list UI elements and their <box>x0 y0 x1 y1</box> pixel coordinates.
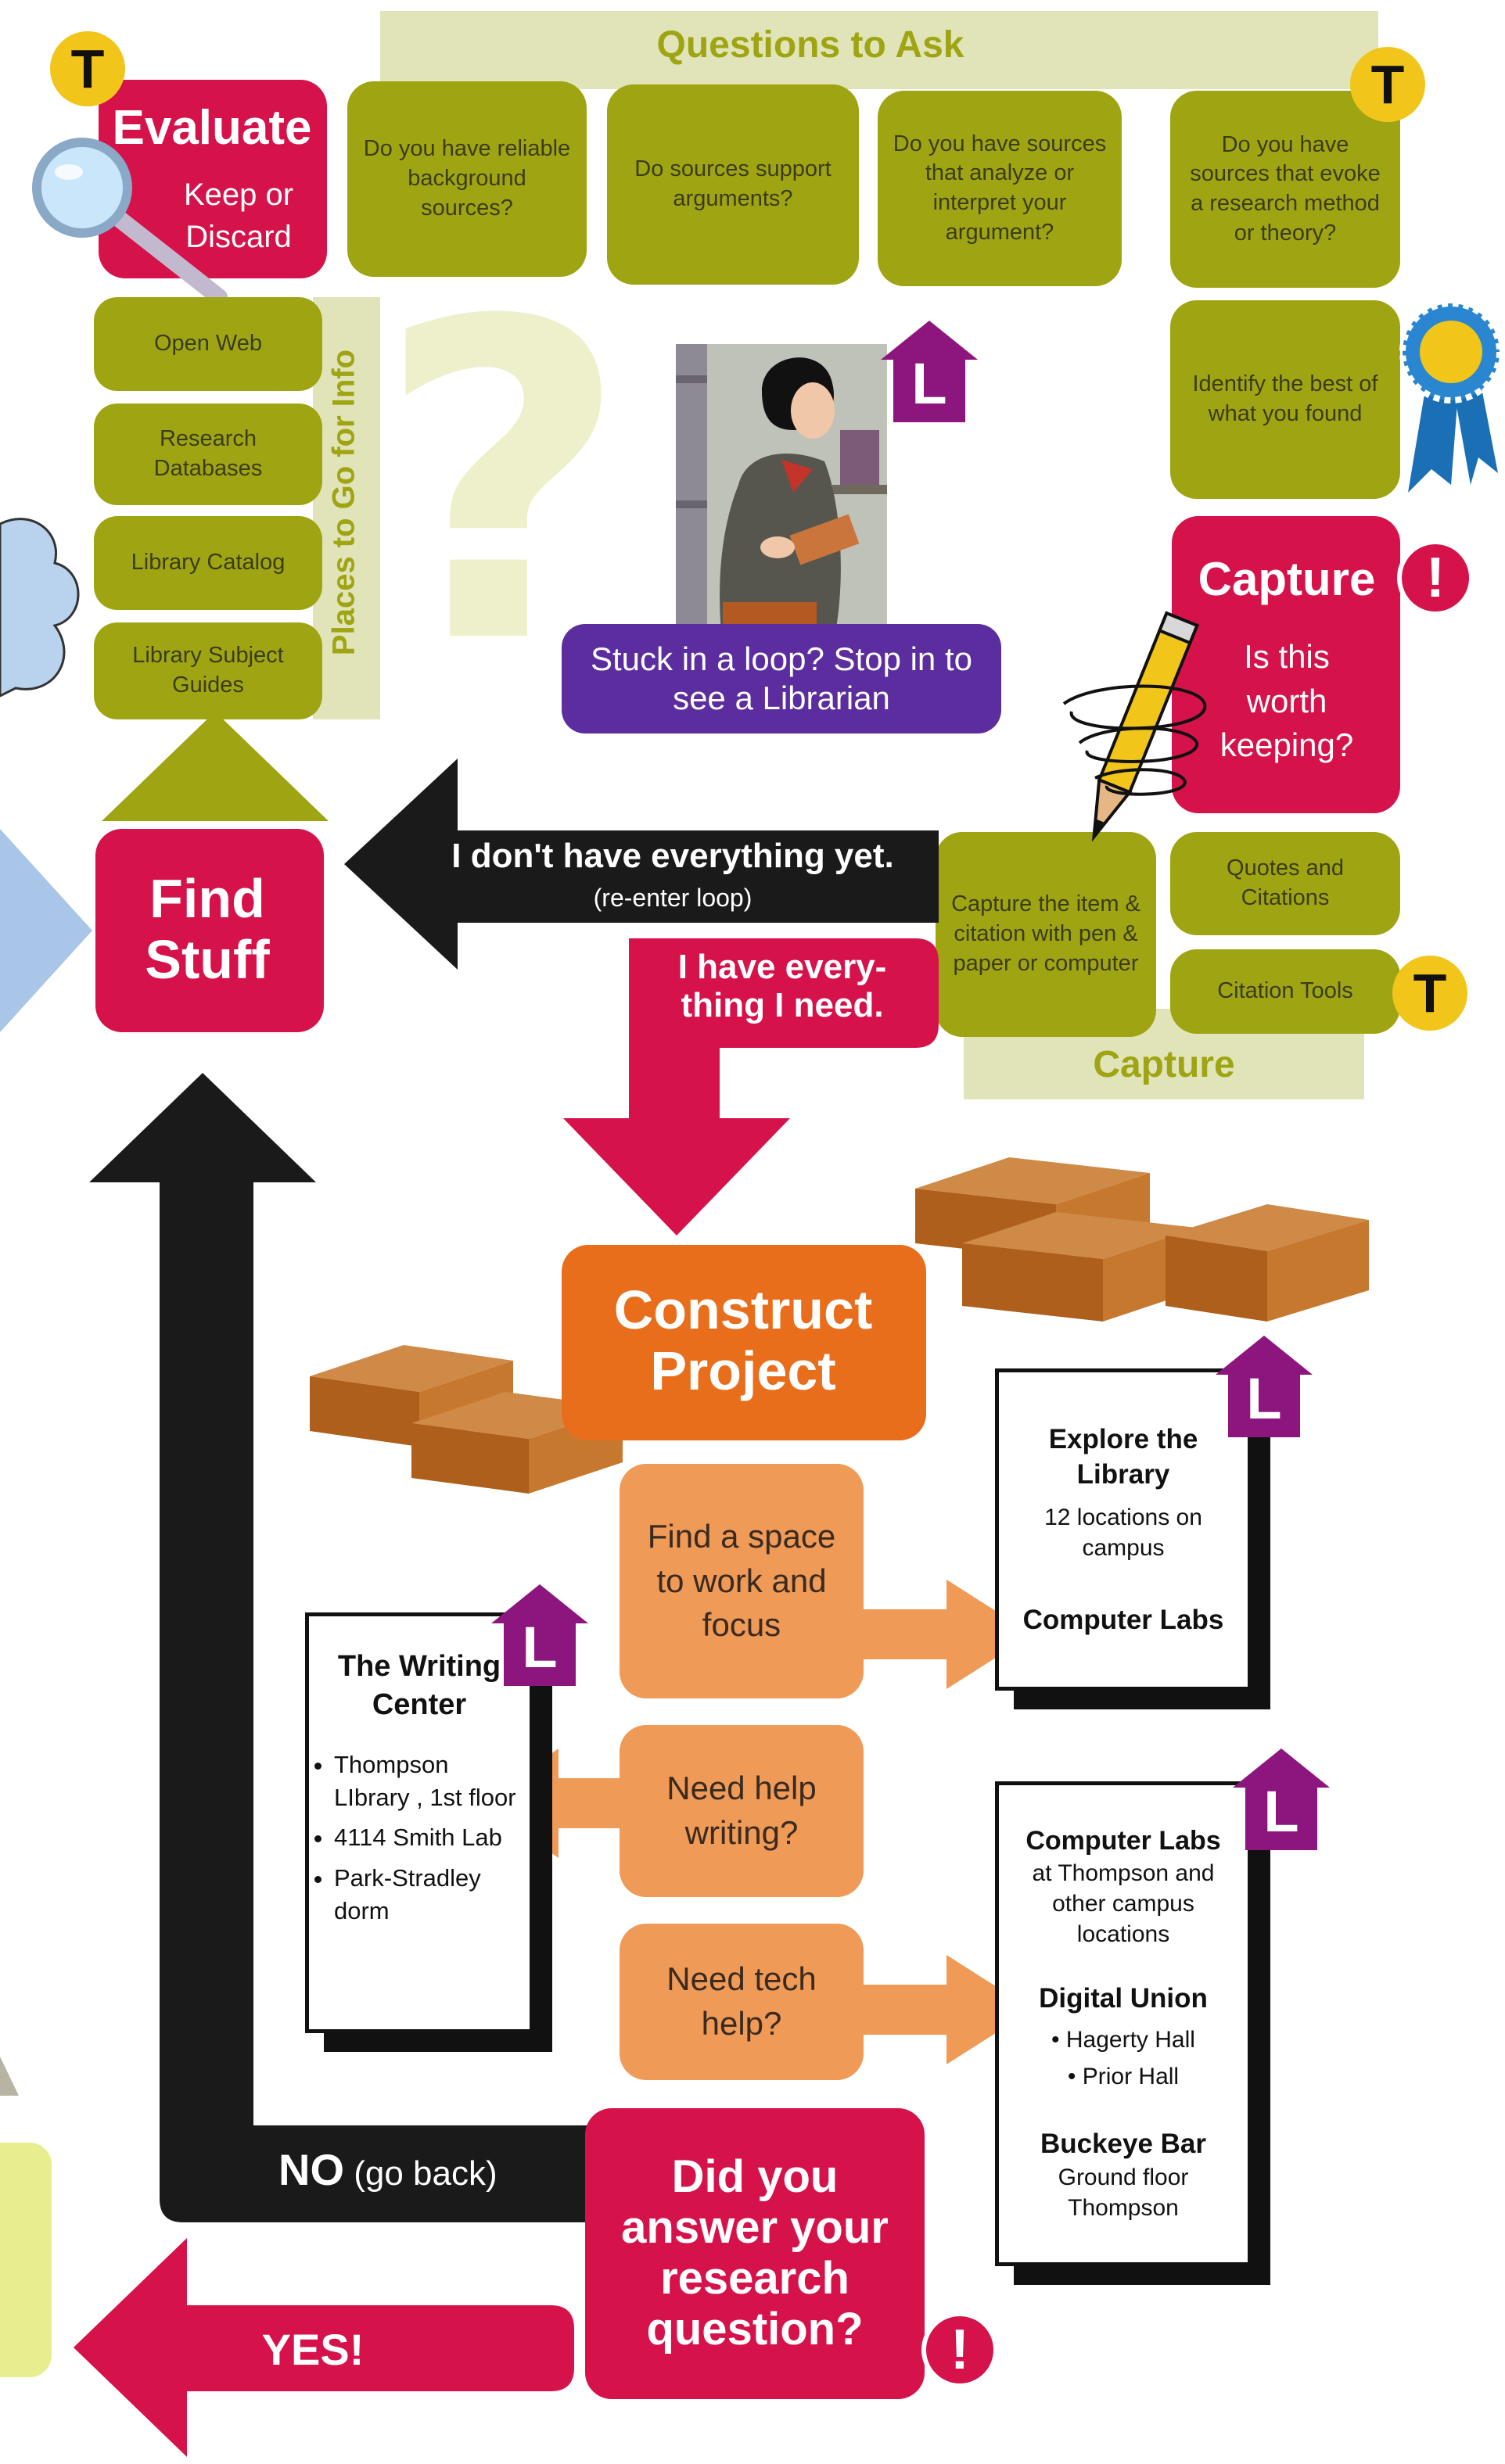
digital-union-location-text: Prior Hall <box>1082 2063 1180 2089</box>
blue-arrow-shape <box>0 829 92 1032</box>
identify-best-card: Identify the best of what you found <box>1170 300 1400 499</box>
explore-computer-labs: Computer Labs <box>1022 1604 1224 1635</box>
digital-union-location: • Hagerty Hall <box>1051 2027 1195 2053</box>
writing-location: Thompson LIbrary , 1st floor <box>334 1748 522 1814</box>
no-label: NO <box>278 2145 344 2194</box>
explore-library-box: Explore the Library 12 locations on camp… <box>995 1368 1252 1691</box>
important-badge-icon: ! <box>1397 540 1474 616</box>
librarian-callout: Stuck in a loop? Stop in to see a Librar… <box>562 624 1001 733</box>
library-location-letter: L <box>522 1615 558 1680</box>
place-research-databases: Research Databases <box>94 403 322 505</box>
writing-center-box: The Writing Center Thompson LIbrary , 1s… <box>305 1612 533 2033</box>
buckeye-bar-detail: Ground floor Thompson <box>1058 2164 1189 2221</box>
capture-title: Capture <box>1198 553 1376 605</box>
question-card-arguments: Do sources support arguments? <box>607 84 859 285</box>
tech-help-box: Computer Labs at Thompson and other camp… <box>995 1781 1252 2266</box>
loop-arrow-label: I don't have everything yet. <box>451 837 894 875</box>
pencil-icon <box>1062 611 1207 842</box>
have-everything-arrow[interactable] <box>563 938 939 1236</box>
evaluate-subtitle: Keep or Discard <box>183 178 294 254</box>
go-back-sublabel: (go back) <box>354 2154 497 2193</box>
library-location-letter: L <box>1263 1779 1299 1844</box>
places-band <box>313 297 380 719</box>
construct-project-title: Construct Project <box>613 1279 873 1402</box>
library-location-letter: L <box>1246 1366 1282 1431</box>
tech-labs-title: Computer Labs <box>1025 1826 1221 1856</box>
library-location-badge-icon <box>1233 1748 1330 1850</box>
library-location-badge-icon <box>1216 1336 1313 1437</box>
tutorial-badge-icon: T <box>50 31 125 106</box>
step-help-writing: Need help writing? <box>620 1725 864 1897</box>
writing-center-title: The Writing Center <box>337 1650 501 1722</box>
questions-band <box>380 11 1378 89</box>
question-card-method: Do you have sources that evoke a researc… <box>1170 91 1400 288</box>
cloud-shape <box>0 518 80 698</box>
go-back-arrow[interactable] <box>89 1073 660 2222</box>
up-triangle-shape <box>102 712 329 821</box>
loop-arrow-sublabel: (re-enter loop) <box>593 884 752 912</box>
library-location-badge-icon <box>491 1584 588 1686</box>
place-subject-guides: Library Subject Guides <box>94 622 322 719</box>
library-location-badge-icon <box>881 321 978 422</box>
yes-arrow[interactable] <box>74 2238 574 2457</box>
tutorial-badge-icon: T <box>1392 956 1467 1031</box>
writing-location: 4114 Smith Lab <box>334 1821 522 1854</box>
questions-header: Questions to Ask <box>656 24 964 66</box>
construct-project-box <box>562 1245 926 1440</box>
tech-labs-detail: at Thompson and other campus locations <box>1032 1860 1215 1947</box>
loop-arrow[interactable] <box>344 759 939 970</box>
ribbon-icon <box>1399 300 1503 493</box>
capture-subtitle: Is this worth keeping? <box>1219 638 1354 764</box>
arrow-to-writing <box>480 1748 621 1858</box>
quotes-citations-card: Quotes and Citations <box>1170 832 1400 935</box>
question-card-background: Do you have reliable background sources? <box>347 81 587 277</box>
place-library-catalog: Library Catalog <box>94 516 322 610</box>
magnifier-icon <box>32 138 228 306</box>
digital-union-location: • Prior Hall <box>1067 2063 1180 2089</box>
evaluate-box <box>99 80 327 278</box>
research-question-box: Did you answer your research question? <box>585 2108 925 2399</box>
citation-tools-card: Citation Tools <box>1170 949 1400 1034</box>
arrow-to-explore <box>860 1580 1033 1689</box>
evaluate-title: Evaluate <box>112 101 312 155</box>
left-partial-panel <box>0 2143 52 2377</box>
capture-item-card: Capture the item & citation with pen & p… <box>936 832 1156 1037</box>
place-open-web: Open Web <box>94 297 322 391</box>
library-location-letter: L <box>911 351 947 416</box>
bricks-shape <box>915 1157 1369 1322</box>
question-card-analyze: Do you have sources that analyze or inte… <box>878 91 1122 286</box>
find-stuff-title: Find Stuff <box>145 868 270 991</box>
digital-union-location-text: Hagerty Hall <box>1065 2027 1195 2053</box>
have-everything-label: I have every-thing I need. <box>677 948 887 1025</box>
step-tech-help: Need tech help? <box>620 1924 864 2080</box>
step-find-space: Find a space to work and focus <box>620 1464 864 1698</box>
arrow-to-tech <box>860 1955 1033 2064</box>
explore-library-detail: 12 locations on campus <box>1044 1504 1202 1561</box>
yes-label: YES! <box>261 2325 365 2374</box>
explore-library-title: Explore the Library <box>1048 1423 1198 1490</box>
find-stuff-box <box>95 829 324 1032</box>
capture-box <box>1172 516 1400 813</box>
capture-band-label: Capture <box>1093 1044 1235 1085</box>
writing-center-locations: Thompson LIbrary , 1st floor 4114 Smith … <box>317 1748 522 1928</box>
librarian-photo <box>676 344 887 649</box>
grey-wedge-shape <box>0 2057 19 2096</box>
digital-union-title: Digital Union <box>1039 1982 1208 2014</box>
go-back-label: NO (go back) <box>278 2144 544 2195</box>
important-badge-icon: ! <box>921 2312 998 2388</box>
writing-location: Park-Stradley dorm <box>334 1862 522 1928</box>
librarian-figure <box>676 344 887 649</box>
buckeye-bar-title: Buckeye Bar <box>1040 2129 1207 2160</box>
places-header: Places to Go for Info <box>326 349 361 656</box>
tutorial-badge-icon: T <box>1350 47 1425 122</box>
